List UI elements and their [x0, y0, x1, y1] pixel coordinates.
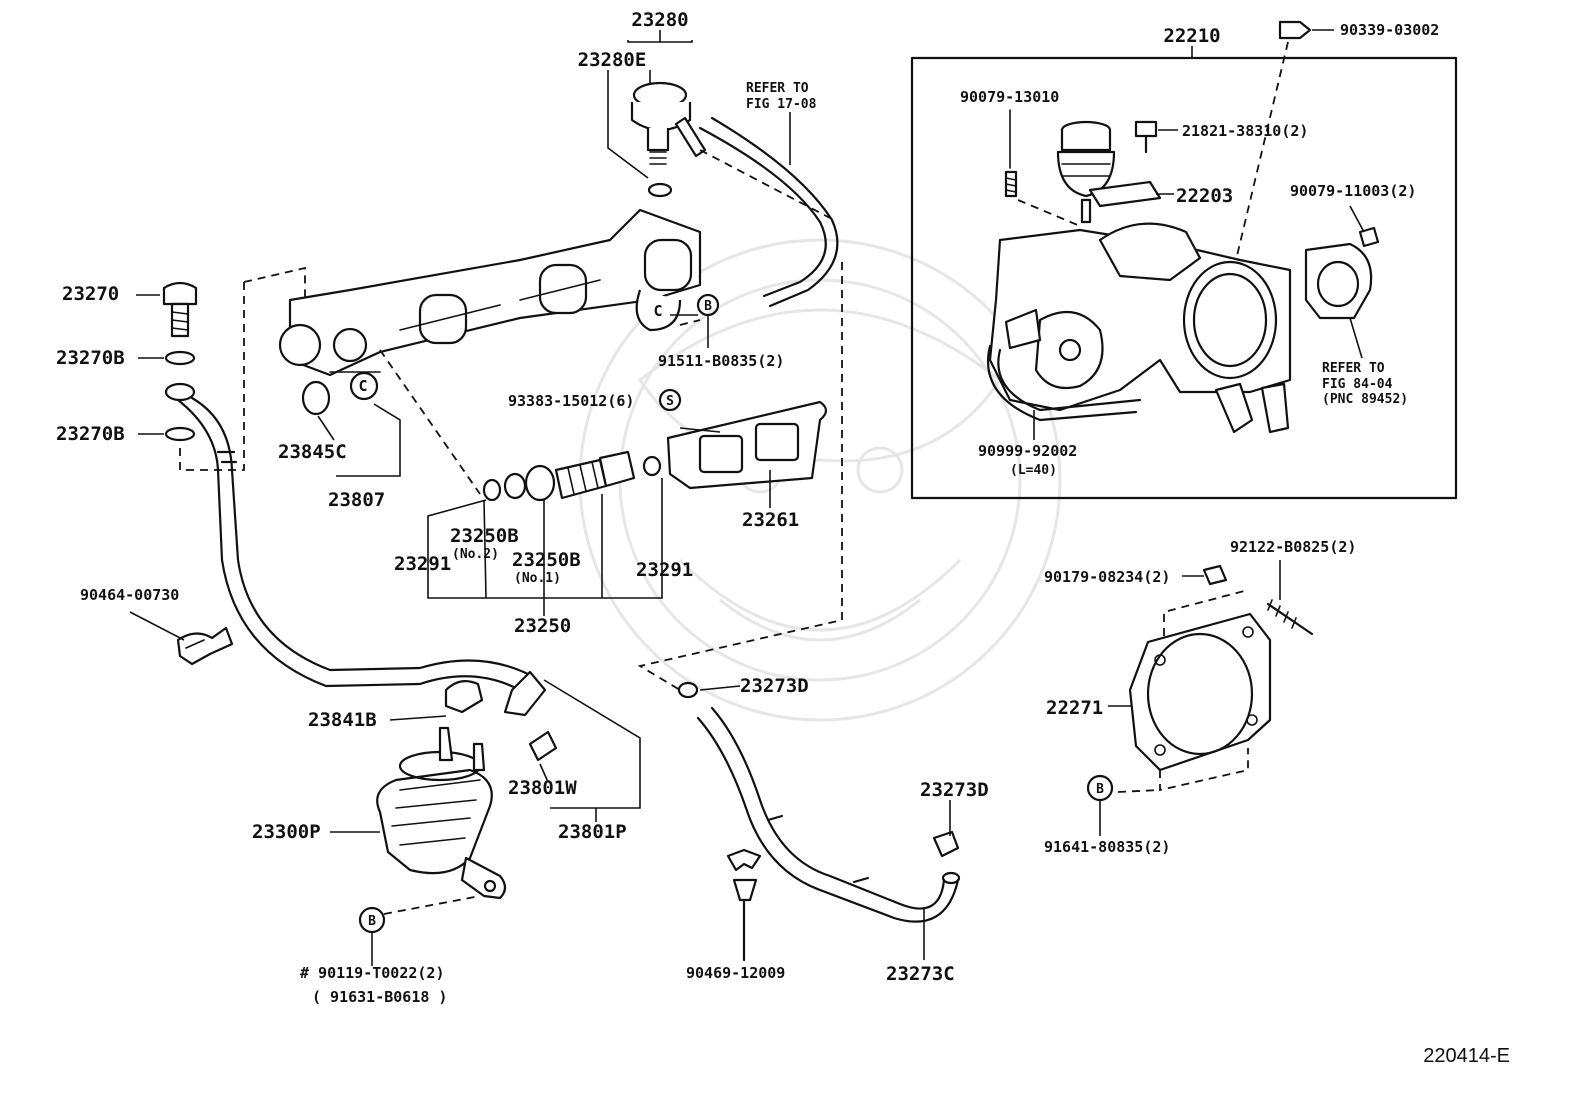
- label-90464-00730: 90464-00730: [80, 586, 179, 604]
- fuel-pump-23300P: [376, 726, 507, 900]
- label-23841B: 23841B: [308, 709, 377, 731]
- label-23270B-lower: 23270B: [56, 423, 125, 445]
- label-22210: 22210: [1163, 25, 1220, 47]
- label-22271: 22271: [1046, 697, 1103, 719]
- label-23801P: 23801P: [558, 821, 627, 843]
- label-23300P: 23300P: [252, 821, 321, 843]
- label-90999-92002: 90999-92002: [978, 442, 1077, 460]
- label-91631-B0618: ( 91631-B0618 ): [312, 988, 447, 1006]
- label-91641-80835: 91641-80835(2): [1044, 838, 1170, 856]
- label-23250: 23250: [514, 615, 571, 637]
- marker-b-pump: B: [368, 914, 376, 929]
- label-93383-15012: 93383-15012(6): [508, 392, 634, 410]
- label-22203: 22203: [1176, 185, 1233, 207]
- gasket-22271: [1128, 612, 1272, 772]
- clip-90469: [726, 848, 762, 962]
- label-23273D-upper: 23273D: [740, 675, 809, 697]
- hose-23273C: [677, 681, 961, 923]
- marker-b-91511: B: [704, 299, 712, 314]
- label-23270: 23270: [62, 283, 119, 305]
- throttle-body-box: [910, 56, 1458, 500]
- marker-s-93383: S: [666, 394, 674, 409]
- label-23291-left: 23291: [394, 553, 451, 575]
- label-90469-12009: 90469-12009: [686, 964, 785, 982]
- label-23250B-no1: 23250B: [512, 549, 581, 571]
- injector-23250: [482, 450, 662, 502]
- throttle-body-22210: [986, 222, 1292, 434]
- label-23801W: 23801W: [508, 777, 577, 799]
- pressure-regulator-23280: [630, 81, 707, 198]
- label-23250B-no2-sub: (No.2): [452, 547, 499, 562]
- marker-b-gasket: B: [1096, 782, 1104, 797]
- label-refer-17-08-line2: FIG 17-08: [746, 97, 817, 112]
- marker-c-1: C: [358, 377, 367, 395]
- label-refer-84-04-line3: (PNC 89452): [1322, 392, 1408, 407]
- label-23273C: 23273C: [886, 963, 955, 985]
- label-refer-84-04-line2: FIG 84-04: [1322, 377, 1393, 392]
- label-90079-13010: 90079-13010: [960, 88, 1059, 106]
- label-23250B-no2: 23250B: [450, 525, 519, 547]
- label-23270B-upper: 23270B: [56, 347, 125, 369]
- label-21821-38310: 21821-38310(2): [1182, 122, 1308, 140]
- label-90999-length: (L=40): [1010, 463, 1057, 478]
- clamp-90464: [176, 626, 234, 666]
- label-23280: 23280: [631, 9, 688, 31]
- label-23845C: 23845C: [278, 441, 347, 463]
- label-23291-right: 23291: [636, 559, 693, 581]
- dashpot-22203: [1056, 120, 1162, 224]
- label-92122-B0825: 92122-B0825(2): [1230, 538, 1356, 556]
- label-90339-03002: 90339-03002: [1340, 21, 1439, 39]
- label-23273D-lower: 23273D: [920, 779, 989, 801]
- label-90179-08234: 90179-08234(2): [1044, 568, 1170, 586]
- label-23280E: 23280E: [578, 49, 647, 71]
- label-23807: 23807: [328, 489, 385, 511]
- marker-c-2: C: [653, 302, 662, 320]
- label-90119-T0022: # 90119-T0022(2): [300, 964, 445, 982]
- label-refer-17-08-line1: REFER TO: [746, 81, 809, 96]
- label-23261: 23261: [742, 509, 799, 531]
- label-90079-11003: 90079-11003(2): [1290, 182, 1416, 200]
- label-91511-B0835: 91511-B0835(2): [658, 352, 784, 370]
- insulator-23261: [666, 400, 828, 490]
- figure-id: 220414-E: [1423, 1045, 1510, 1067]
- union-bolt-23270: [162, 281, 198, 442]
- label-refer-84-04-line1: REFER TO: [1322, 361, 1385, 376]
- fuel-delivery-pipe-23807: [278, 208, 702, 416]
- fuel-hose: [164, 382, 547, 717]
- label-23250B-no1-sub: (No.1): [514, 571, 561, 586]
